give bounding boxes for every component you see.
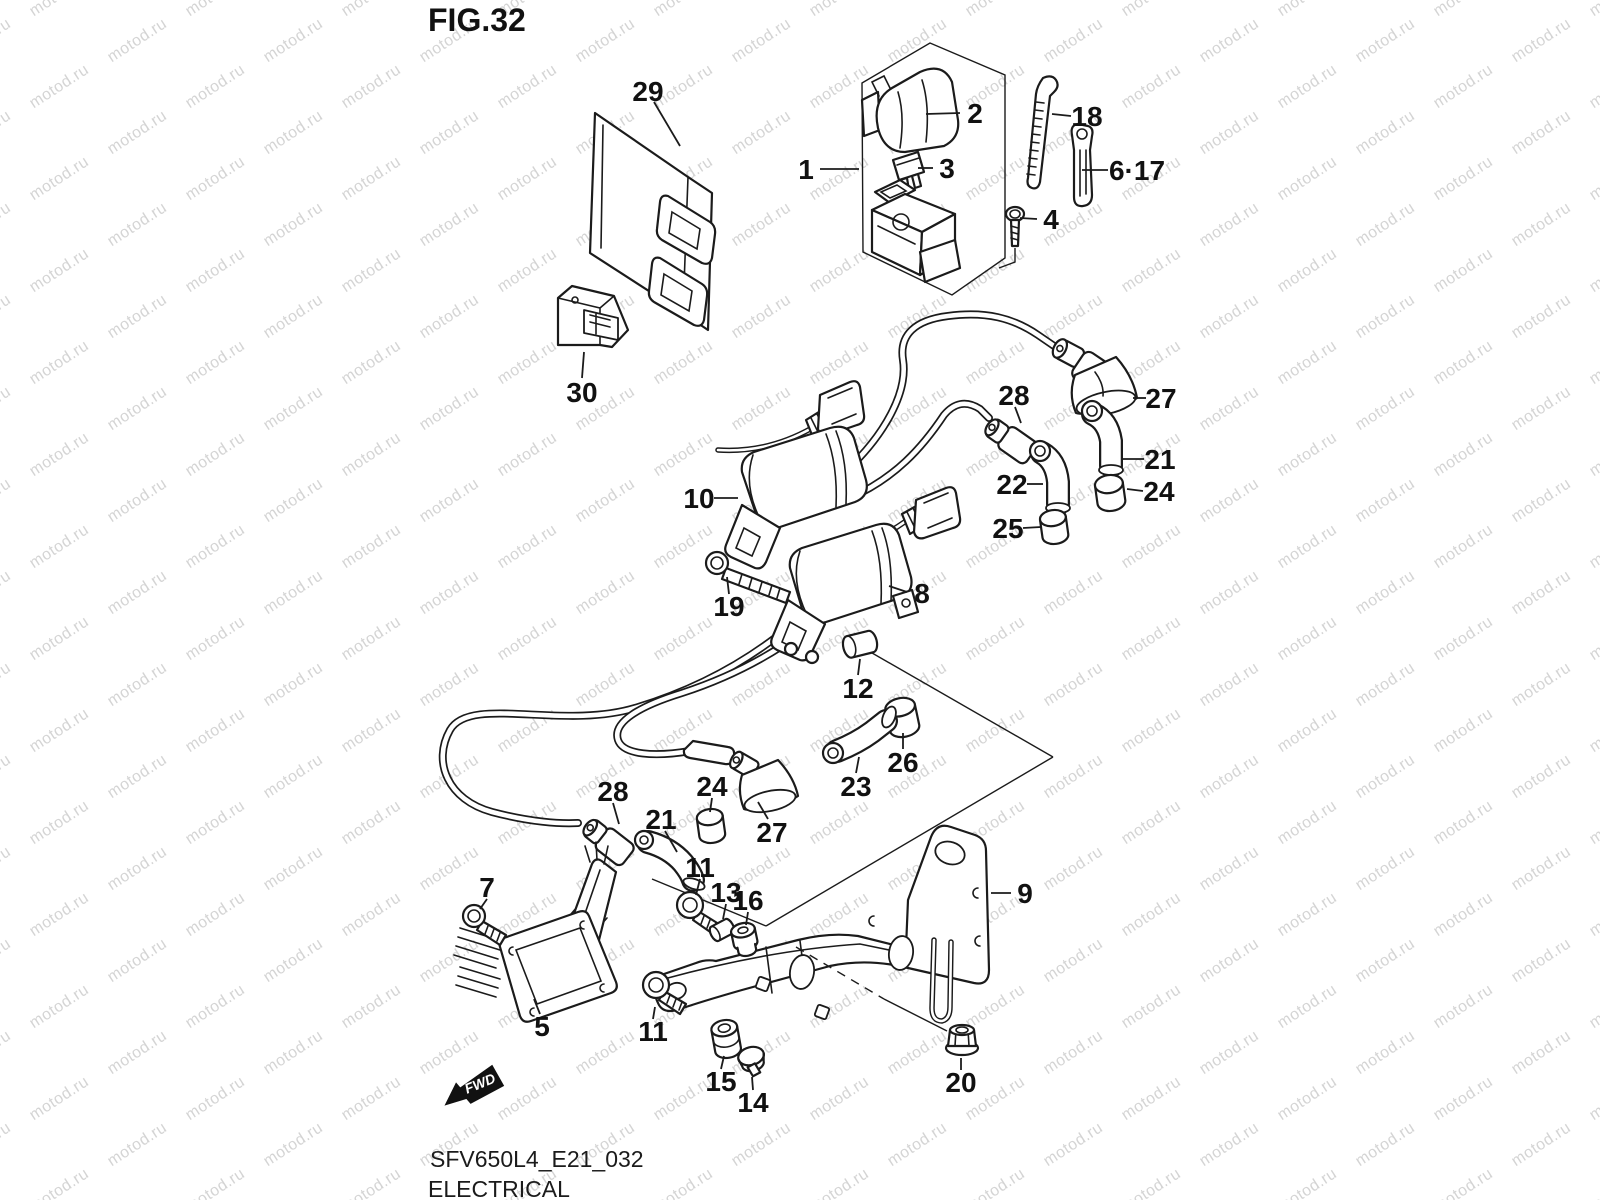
part-22-elbow-front	[1028, 439, 1071, 516]
callout-label-7-27: 7	[479, 872, 495, 903]
part-10-ignition-coil	[724, 425, 868, 570]
callout-label-8-15: 8	[914, 578, 930, 609]
part-16-grommet	[729, 921, 759, 958]
callout-leader-27-20	[757, 801, 769, 820]
callout-label-11-30: 11	[638, 1016, 668, 1047]
callout-label-4-4: 4	[1043, 204, 1059, 235]
callout-leader-4-4	[1019, 217, 1038, 220]
part-24-cap-front	[1093, 473, 1127, 513]
callout-leader-23-19	[855, 756, 860, 774]
part-2-relay-cap	[860, 67, 960, 154]
callout-leader-15-31	[720, 1055, 725, 1070]
callout-label-6·17-6: 6·17	[1109, 155, 1165, 186]
callout-leader-19-16	[726, 576, 730, 595]
callout-label-24-13: 24	[1143, 476, 1175, 507]
callout-label-9-28: 9	[1017, 878, 1033, 909]
callout-label-21-11: 21	[1144, 444, 1175, 475]
part-19-bolt	[704, 550, 792, 605]
callout-label-2-2: 2	[967, 98, 983, 129]
callout-label-24-23: 24	[696, 771, 728, 802]
figure-title: FIG.32	[428, 2, 526, 38]
callout-label-28-22: 28	[597, 776, 628, 807]
callout-leader-24-23	[709, 797, 713, 813]
callout-label-21-21: 21	[645, 804, 676, 835]
part-9-bracket	[653, 824, 991, 1032]
part-29-ecu	[588, 111, 717, 332]
callout-label-27-20: 27	[756, 817, 787, 848]
callout-label-10-8: 10	[683, 483, 714, 514]
callout-label-27-9: 27	[1145, 383, 1176, 414]
spark-plug-wires-front	[841, 310, 1061, 502]
callout-label-26-18: 26	[887, 747, 918, 778]
part-28-joint-front	[984, 418, 1038, 465]
callout-leader-30-7	[581, 351, 585, 379]
callout-leader-28-10	[1014, 406, 1022, 424]
callout-leader-7-27	[479, 898, 488, 910]
callout-label-28-10: 28	[998, 380, 1029, 411]
callout-leader-14-32	[751, 1076, 754, 1091]
callout-label-25-14: 25	[992, 513, 1023, 544]
callout-leader-16-26	[745, 911, 749, 926]
callout-leader-29-0	[653, 101, 681, 147]
callout-leader-21-21	[664, 830, 678, 853]
part-4-screw	[1004, 205, 1026, 248]
part-28-joint-rear	[582, 818, 635, 867]
callout-label-13-25: 13	[710, 877, 741, 908]
part-1-relay-assembly-box	[861, 42, 1006, 296]
callout-label-19-16: 19	[713, 591, 744, 622]
callout-label-14-32: 14	[737, 1087, 769, 1118]
callout-label-16-26: 16	[732, 885, 763, 916]
callout-leader-8-15	[888, 585, 908, 593]
part-617-fuse-puller	[1070, 122, 1094, 208]
callout-leader-25-14	[1022, 526, 1042, 529]
part-12-cap	[841, 629, 879, 659]
callout-label-29-0: 29	[632, 76, 663, 107]
part-30-connector	[556, 284, 630, 349]
callout-leader-24-13	[1126, 488, 1144, 492]
coil-primary-connectors	[715, 380, 962, 545]
callout-leader-2-2	[925, 112, 961, 115]
part-25-cap-front	[1038, 508, 1070, 546]
callout-label-1-1: 1	[798, 154, 814, 185]
fwd-arrow: FWD	[444, 1064, 505, 1106]
callout-label-12-17: 12	[842, 673, 873, 704]
callout-label-15-31: 15	[705, 1066, 736, 1097]
callout-leader-18-5	[1051, 113, 1072, 117]
callout-leader-28-22	[612, 802, 620, 825]
callout-leader-5-29	[533, 998, 541, 1015]
part-20-nut	[944, 1023, 980, 1057]
part-8-ignition-coil	[770, 522, 920, 665]
part-18-band	[1026, 75, 1059, 190]
part-27-plug-cap-rear	[728, 750, 800, 814]
part-5-regulator	[453, 841, 618, 1023]
callout-label-23-19: 23	[840, 771, 871, 802]
callout-label-3-3: 3	[939, 153, 955, 184]
callout-label-22-12: 22	[996, 469, 1027, 500]
part-21-elbow-front	[1080, 399, 1124, 478]
part-23-elbow-rear	[821, 705, 898, 765]
callout-label-18-5: 18	[1071, 101, 1102, 132]
part-7-bolt	[461, 903, 508, 947]
callout-label-5-29: 5	[534, 1011, 550, 1042]
part-1-relay-body	[870, 178, 962, 284]
part-11-bolt-lower	[641, 970, 688, 1016]
part-14-screw	[737, 1045, 765, 1078]
callout-label-30-7: 30	[566, 377, 597, 408]
callout-leader-13-25	[722, 903, 727, 920]
callout-leader-11-24	[695, 878, 701, 896]
spark-plug-wires-rear	[438, 618, 809, 828]
part-24-cap-rear	[695, 807, 727, 845]
callout-label-20-33: 20	[945, 1067, 976, 1098]
callout-leader-11-30	[652, 1006, 656, 1020]
footer-page-code: SFV650L4_E21_032	[430, 1146, 644, 1172]
callout-leader-12-17	[857, 658, 861, 676]
part-15-grommet	[710, 1018, 742, 1060]
callout-label-11-24: 11	[685, 852, 715, 883]
footer-figure-name: ELECTRICAL	[428, 1176, 570, 1200]
